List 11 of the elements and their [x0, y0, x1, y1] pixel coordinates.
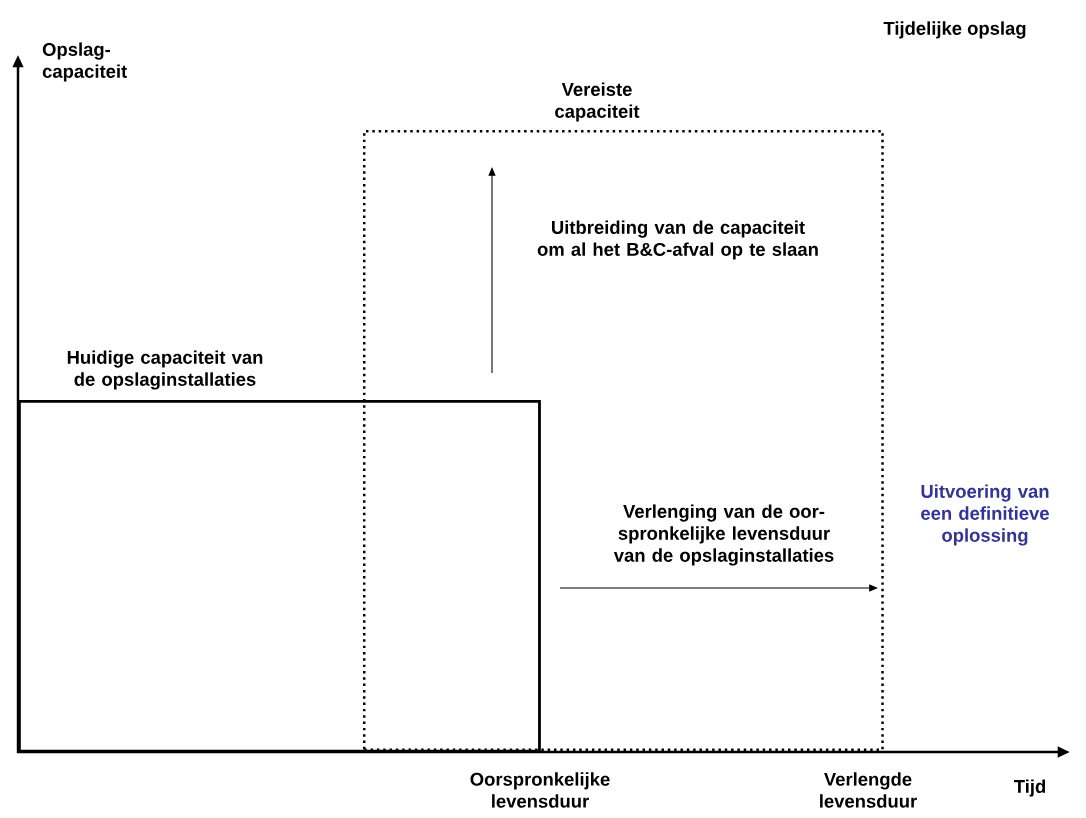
tick-label: Oorspronkelijke levensduur: [470, 772, 610, 808]
note-text: Uitvoering van een definitieve oplossing: [921, 484, 1049, 546]
title: Tijdelijke opslag: [883, 21, 1026, 39]
arrow-label: Verlenging van de oor- spronkelijke levensduur van de opslaginstallaties: [613, 504, 834, 566]
axis-label: Opslag- capaciteit: [42, 42, 127, 82]
tick-label: Verlengde levensduur: [820, 772, 917, 808]
capacity-box: Huidige capaciteit van de opslaginstallaties: [18, 350, 541, 753]
node-label: Vereiste capaciteit: [555, 82, 640, 122]
axis-label: Tijd: [1014, 779, 1046, 797]
node-label: Huidige capaciteit van de opslaginstallaties: [67, 350, 263, 390]
arrow-label: Uitbreiding van de capaciteit om al het B&C-afval op te slaan: [537, 220, 818, 260]
